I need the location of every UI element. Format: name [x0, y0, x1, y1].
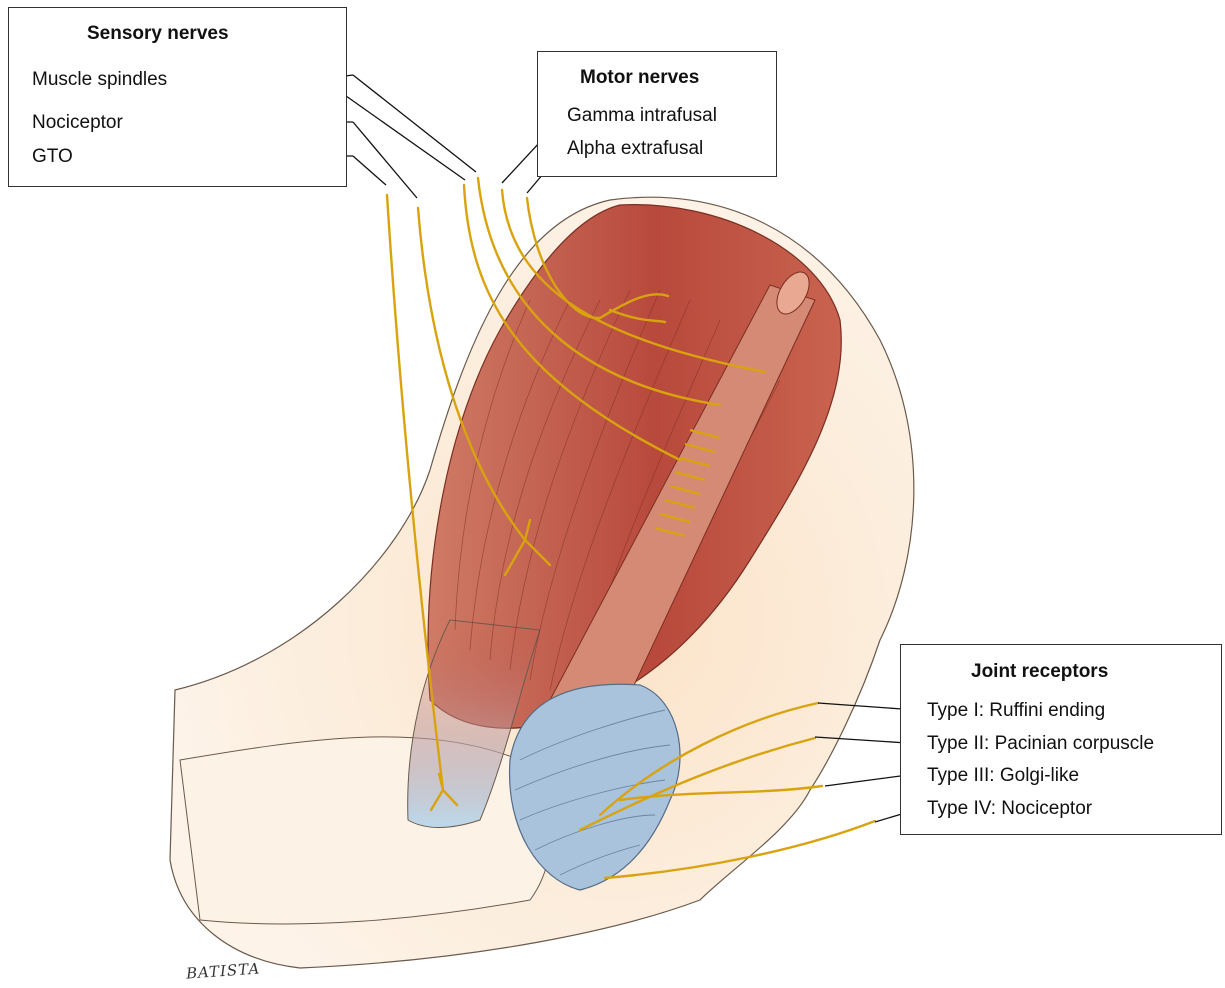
- label-gamma-intrafusal: Gamma intrafusal: [567, 105, 717, 127]
- label-type-iii: Type III: Golgi-like: [927, 765, 1079, 787]
- label-type-ii: Type II: Pacinian corpuscle: [927, 733, 1154, 755]
- label-type-i: Type I: Ruffini ending: [927, 700, 1105, 722]
- sensory-nerves-box: Sensory nerves Muscle spindles Nocicepto…: [8, 7, 347, 187]
- joint-receptors-box: Joint receptors Type I: Ruffini ending T…: [900, 644, 1222, 835]
- sensory-nerves-title: Sensory nerves: [87, 23, 229, 45]
- label-gto: GTO: [32, 146, 73, 168]
- motor-nerves-title: Motor nerves: [580, 67, 699, 89]
- motor-nerves-box: Motor nerves Gamma intrafusal Alpha extr…: [537, 51, 777, 177]
- label-muscle-spindles: Muscle spindles: [32, 69, 167, 91]
- label-alpha-extrafusal: Alpha extrafusal: [567, 138, 703, 160]
- label-sensory-nociceptor: Nociceptor: [32, 112, 123, 134]
- label-type-iv: Type IV: Nociceptor: [927, 798, 1092, 820]
- joint-receptors-title: Joint receptors: [971, 661, 1108, 683]
